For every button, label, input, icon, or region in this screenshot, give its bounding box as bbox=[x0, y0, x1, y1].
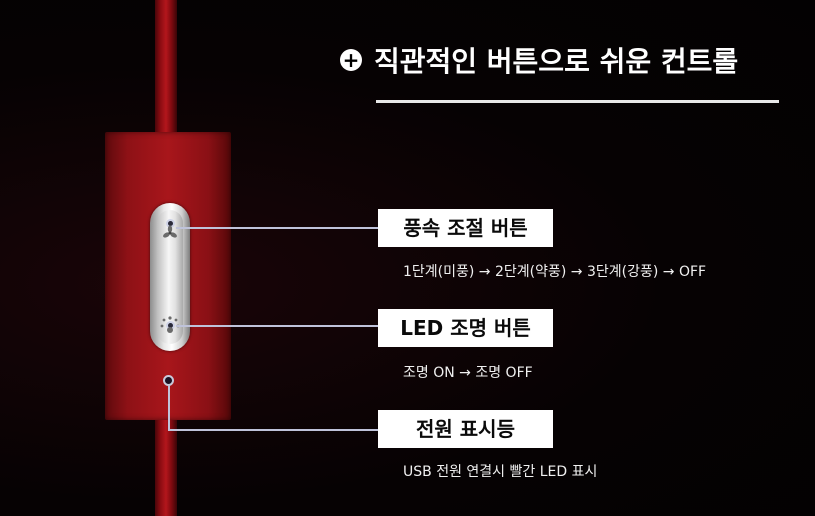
connector-line-power-vertical bbox=[168, 385, 170, 430]
power-indicator-label: 전원 표시등 bbox=[378, 410, 553, 448]
led-light-button[interactable] bbox=[157, 314, 183, 340]
led-button-description: 조명 ON → 조명 OFF bbox=[403, 365, 533, 381]
fan-speed-button[interactable] bbox=[157, 216, 183, 242]
fan-speed-label: 풍속 조절 버튼 bbox=[378, 209, 553, 247]
light-icon bbox=[160, 316, 180, 333]
connector-line-fan bbox=[176, 227, 380, 229]
connector-line-led bbox=[176, 325, 380, 327]
fan-icon bbox=[163, 225, 177, 238]
cable-bottom bbox=[155, 418, 177, 516]
section-title: + 직관적인 버튼으로 쉬운 컨트롤 bbox=[340, 38, 738, 82]
controller-button-panel bbox=[150, 203, 190, 351]
power-indicator-description: USB 전원 연결시 빨간 LED 표시 bbox=[403, 464, 598, 480]
button-rocker bbox=[157, 210, 183, 344]
cable-top bbox=[155, 0, 177, 134]
page-title: 직관적인 버튼으로 쉬운 컨트롤 bbox=[374, 45, 739, 78]
fan-speed-description: 1단계(미풍) → 2단계(약풍) → 3단계(강풍) → OFF bbox=[403, 264, 707, 280]
connector-line-power bbox=[168, 429, 380, 431]
led-button-label: LED 조명 버튼 bbox=[378, 309, 553, 347]
title-underline bbox=[376, 100, 779, 103]
plus-icon: + bbox=[340, 49, 362, 71]
